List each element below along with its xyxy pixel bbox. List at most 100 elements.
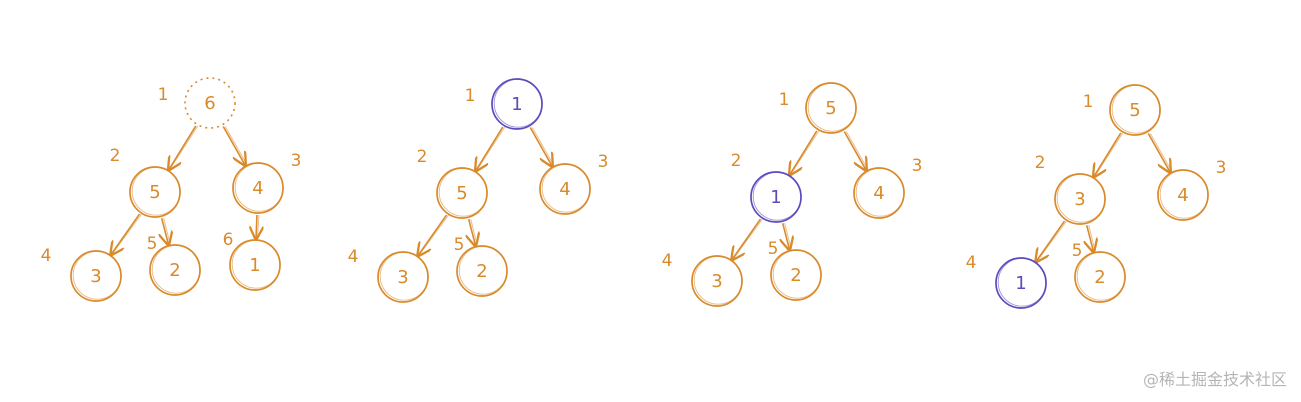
tree-node: 34 [348, 247, 429, 303]
edge-a-b [790, 130, 818, 175]
node-circle-sketch [1159, 169, 1209, 219]
node-index-label: 2 [417, 147, 428, 167]
node-circle-sketch [693, 255, 743, 305]
node-circle-sketch [131, 166, 181, 216]
tree-node: 34 [662, 251, 743, 307]
edge-sketch-b-e [470, 219, 478, 245]
tree-node: 14 [966, 253, 1047, 309]
edge-c-f [256, 214, 257, 239]
node-value: 2 [790, 265, 801, 286]
node-index-label: 1 [779, 90, 790, 110]
edge-sketch-a-b [476, 126, 506, 171]
edge-b-e [469, 218, 476, 246]
node-circle-sketch [772, 249, 822, 299]
node-value: 2 [169, 260, 180, 281]
node-circle-sketch [541, 163, 591, 213]
node-circle-sketch [1076, 251, 1126, 301]
node-circle-sketch [493, 78, 543, 128]
edge-a-b [169, 125, 197, 170]
node-index-label: 3 [598, 152, 609, 172]
edge-sketch-a-c [531, 127, 555, 166]
node-index-label: 2 [1035, 153, 1046, 173]
node-value: 4 [873, 183, 884, 204]
node-index-label: 3 [1216, 158, 1227, 178]
edge-sketch-a-c [1149, 133, 1173, 172]
tree-node: 61 [158, 77, 236, 129]
node-value: 4 [1177, 185, 1188, 206]
edge-b-e [783, 222, 790, 250]
node-value: 3 [90, 266, 101, 287]
tree-node: 32 [1035, 153, 1106, 225]
node-value: 5 [456, 183, 467, 204]
edge-sketch-b-d [112, 213, 142, 255]
node-circle-sketch [807, 82, 857, 132]
node-circle-sketch [1056, 173, 1106, 223]
node-index-label: 2 [731, 151, 742, 171]
tree-node: 25 [768, 239, 822, 301]
edge-sketch-a-c [845, 131, 869, 170]
node-value: 5 [825, 98, 836, 119]
node-index-label: 1 [465, 86, 476, 106]
edge-sketch-a-c [224, 126, 248, 165]
tree-node: 34 [41, 246, 122, 302]
edge-sketch-b-d [733, 218, 763, 260]
edge-sketch-b-d [419, 214, 449, 256]
tree-node: 43 [1157, 158, 1227, 221]
edge-sketch-b-e [163, 218, 171, 244]
node-index-label: 4 [348, 247, 359, 267]
tree-node: 16 [223, 230, 281, 291]
edge-a-b [1094, 132, 1122, 177]
node-circle-sketch [1111, 84, 1161, 134]
edge-b-e [162, 217, 169, 245]
node-value: 3 [1074, 189, 1085, 210]
edge-a-c [1147, 133, 1170, 173]
tree-node: 43 [539, 152, 609, 215]
node-circle-sketch [234, 162, 284, 212]
node-value: 6 [204, 93, 215, 114]
tree-node: 52 [110, 146, 181, 218]
node-value: 2 [476, 261, 487, 282]
edge-b-d [1036, 220, 1066, 262]
edge-sketch-b-e [1088, 225, 1096, 251]
node-circle-sketch [997, 257, 1047, 307]
node-circle-sketch [752, 171, 802, 221]
node-circle-sketch [231, 239, 281, 289]
node-index-label: 1 [1083, 92, 1094, 112]
node-index-label: 4 [662, 251, 673, 271]
node-value: 1 [1015, 273, 1026, 294]
node-circle-sketch [458, 245, 508, 295]
tree-node: 25 [1072, 241, 1126, 303]
edge-sketch-b-e [784, 223, 792, 249]
node-value: 5 [1129, 100, 1140, 121]
edge-b-d [111, 213, 141, 255]
node-index-label: 5 [768, 239, 779, 259]
tree-node: 11 [465, 78, 543, 130]
tree-node: 43 [853, 156, 922, 219]
node-index-label: 5 [147, 234, 158, 254]
node-index-label: 5 [1072, 241, 1083, 261]
node-value: 4 [252, 178, 263, 199]
node-index-label: 4 [966, 253, 977, 273]
node-value: 1 [249, 255, 260, 276]
tree-node: 43 [232, 151, 301, 214]
node-value: 4 [559, 179, 570, 200]
edge-b-e [1087, 224, 1094, 252]
tree-node: 25 [454, 235, 508, 297]
watermark-text: @稀土掘金技术社区 [1142, 370, 1287, 389]
edge-b-d [418, 214, 448, 256]
node-circle-sketch [438, 167, 488, 217]
edge-sketch-c-f [257, 214, 260, 239]
edge-b-d [732, 218, 762, 260]
node-index-label: 6 [223, 230, 234, 250]
node-value: 1 [511, 94, 522, 115]
edge-a-c [843, 131, 866, 171]
node-index-label: 2 [110, 146, 121, 166]
edge-a-b [476, 126, 504, 171]
node-circle-sketch [379, 251, 429, 301]
edge-sketch-b-d [1037, 220, 1067, 262]
edge-sketch-a-b [1094, 132, 1124, 177]
